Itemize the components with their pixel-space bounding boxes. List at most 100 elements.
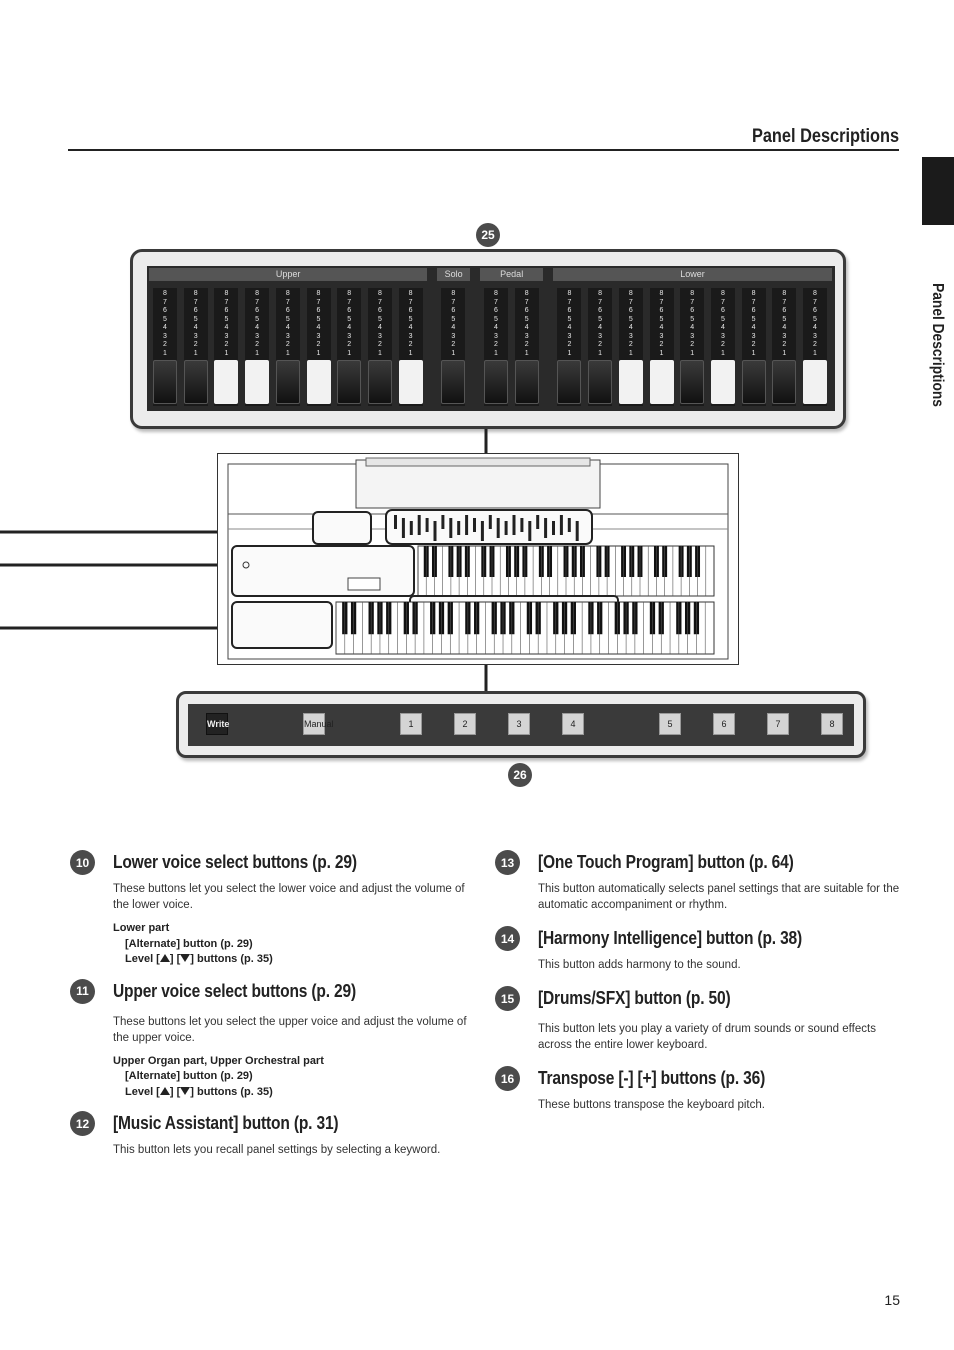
drawbar-knob[interactable] — [441, 360, 466, 404]
item-description: This button adds harmony to the sound. — [538, 959, 741, 971]
mini-drawbar — [536, 515, 540, 529]
description-item-15: 15 [Drums/SFX] button (p. 50) This butto… — [495, 986, 903, 1053]
organ-illustration — [217, 453, 739, 665]
drawbar-knob[interactable] — [680, 360, 705, 404]
down-triangle-icon — [180, 954, 191, 962]
reference-alternate: [Alternate] button (p. 29) — [125, 937, 253, 950]
write-button[interactable]: Write — [206, 713, 229, 735]
description-item-16: 16 Transpose [-] [+] buttons (p. 36) The… — [495, 1066, 903, 1113]
drawbar-knob[interactable] — [484, 360, 508, 404]
number-button-7[interactable]: 7 — [767, 713, 789, 735]
drawbar-knob[interactable] — [275, 360, 300, 404]
mini-drawbar — [512, 515, 516, 535]
drawbar-knob[interactable] — [803, 360, 827, 404]
mini-drawbar — [473, 518, 476, 532]
drawbar-knob[interactable] — [557, 360, 582, 404]
left-description-column: 10 Lower voice select buttons (p. 29) Th… — [70, 850, 483, 1158]
item-title: Upper voice select buttons (p. 29) — [113, 979, 356, 1001]
drawbar-knob[interactable] — [649, 360, 674, 404]
number-button-2[interactable]: 2 — [454, 713, 476, 735]
mini-drawbar — [465, 515, 469, 535]
description-item-13: 13 [One Touch Program] button (p. 64) Th… — [495, 850, 903, 913]
right-description-column: 13 [One Touch Program] button (p. 64) Th… — [495, 850, 903, 1113]
item-number-badge: 11 — [70, 978, 95, 1004]
item-description: This button lets you recall panel settin… — [113, 1144, 441, 1156]
manual-button[interactable]: Manual — [303, 713, 334, 735]
number-button-4[interactable]: 4 — [562, 713, 584, 735]
up-triangle-icon — [159, 954, 170, 962]
mini-drawbar — [449, 518, 453, 538]
item-number-badge: 10 — [70, 850, 95, 875]
item-description: These buttons transpose the keyboard pit… — [538, 1099, 765, 1111]
section-side-tab — [922, 157, 954, 225]
drawbar-knob[interactable] — [710, 360, 735, 404]
item-description: This button lets you play a variety of d… — [538, 1023, 876, 1051]
mini-drawbar — [401, 518, 405, 538]
item-reference: Lower part [Alternate] button (p. 29) Le… — [113, 921, 483, 968]
drawbar-knob[interactable] — [514, 360, 539, 404]
reference-level: Level [] [] buttons (p. 35) — [125, 953, 273, 965]
drawbar-knob[interactable] — [183, 360, 208, 404]
description-item-10: 10 Lower voice select buttons (p. 29) Th… — [70, 850, 483, 968]
drawbar-knob[interactable] — [245, 360, 270, 404]
drawbar-knob[interactable] — [214, 360, 239, 404]
mini-drawbar — [441, 515, 445, 529]
number-button-1[interactable]: 1 — [400, 713, 422, 735]
drawbar-knob[interactable] — [618, 360, 643, 404]
item-title: [Harmony Intelligence] button (p. 38) — [538, 927, 803, 948]
reference-heading: Lower part — [113, 922, 170, 934]
number-button-8[interactable]: 8 — [821, 713, 843, 735]
drawbar-knob[interactable] — [398, 360, 423, 404]
drawbar-group-label-upper: Upper — [149, 268, 428, 281]
header-rule — [68, 149, 899, 151]
number-button-3[interactable]: 3 — [508, 713, 530, 735]
mini-drawbar — [457, 521, 461, 535]
drawbar-knob[interactable] — [367, 360, 392, 404]
number-button-6[interactable]: 6 — [713, 713, 735, 735]
mini-drawbar — [394, 515, 397, 529]
drawbar-group-label-solo: Solo — [437, 268, 470, 281]
drawbar-knob[interactable] — [741, 360, 766, 404]
manual-button-panel: Write Manual 1 2 3 4 5 6 7 8 — [176, 691, 866, 758]
drawbar-knob[interactable] — [772, 360, 797, 404]
drawbar-knob[interactable] — [337, 360, 362, 404]
drawbar-knob[interactable] — [306, 360, 331, 404]
mini-drawbar — [520, 518, 524, 532]
mini-drawbar — [425, 518, 429, 532]
drawbar-knob[interactable] — [588, 360, 613, 404]
number-button-5[interactable]: 5 — [659, 713, 681, 735]
drawbar-knob[interactable] — [153, 360, 177, 404]
